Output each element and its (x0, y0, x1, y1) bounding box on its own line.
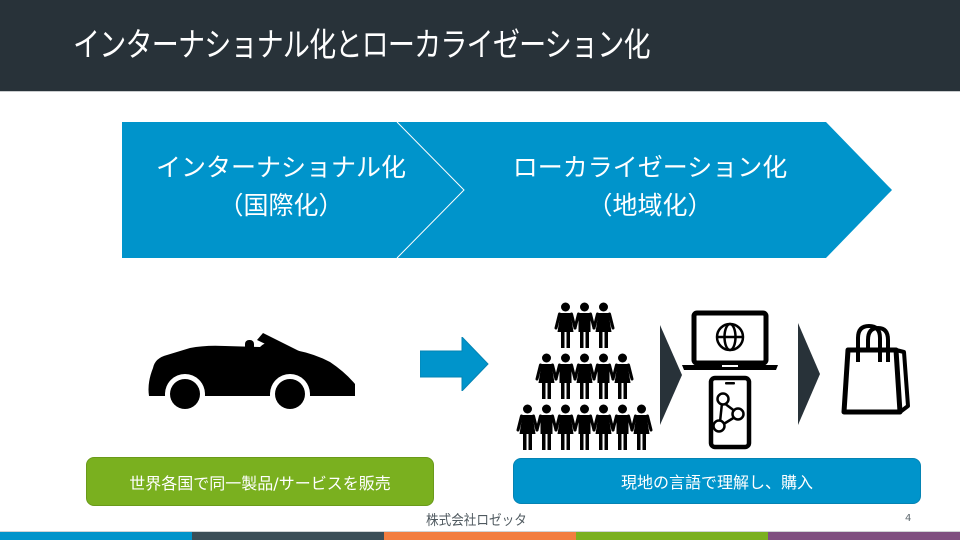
person-figure (573, 404, 596, 450)
slide-title: インターナショナル化とローカライゼーション化 (73, 25, 651, 64)
person-figure (592, 353, 615, 399)
color-bar-segment (576, 532, 768, 540)
smartphone-icon (708, 375, 752, 450)
local-purchase-text: 現地の言語で理解し、購入 (620, 473, 813, 492)
person-figure (535, 404, 558, 450)
person-figure (573, 302, 596, 348)
globe-icon (715, 322, 745, 352)
footer-color-bar (0, 532, 960, 540)
laptop-and-smartphone-icon (682, 310, 778, 450)
color-bar-segment (192, 532, 384, 540)
laptop-icon (682, 310, 778, 370)
local-purchase-caption: 現地の言語で理解し、購入 (513, 458, 921, 504)
network-users-icon (712, 392, 745, 433)
step2-sub: （地域化） (587, 191, 713, 220)
right-arrow-icon (420, 337, 489, 391)
person-figure (554, 302, 577, 348)
step-internationalization: インターナショナル化 （国際化） (122, 149, 440, 225)
person-figure (573, 353, 596, 399)
color-bar-segment (0, 532, 192, 540)
chevron-localization (397, 122, 892, 258)
person-figure (516, 404, 539, 450)
person-figure (554, 404, 577, 450)
page-number: 4 (905, 513, 912, 524)
footer-rule (0, 531, 960, 532)
color-bar-segment (384, 532, 576, 540)
person-figure (611, 404, 634, 450)
convertible-car-icon (148, 333, 355, 410)
global-sales-caption: 世界各国で同一製品/サービスを販売 (86, 457, 434, 506)
dark-arrow-icon-1 (660, 325, 682, 425)
footer-company: 株式会社ロゼッタ (426, 513, 527, 529)
step1-label: インターナショナル化 (155, 153, 406, 182)
step2-label: ローカライゼーション化 (512, 153, 788, 182)
shopping-bag-icon (841, 323, 910, 415)
title-bar: インターナショナル化とローカライゼーション化 (0, 0, 960, 92)
people-crowd-icon (516, 302, 653, 450)
person-figure (554, 353, 577, 399)
chevron-divider (396, 121, 465, 259)
dark-arrow-icon-2 (798, 323, 820, 425)
step1-sub: （国際化） (218, 191, 344, 220)
global-sales-text: 世界各国で同一製品/サービスを販売 (129, 473, 391, 493)
color-bar-segment (768, 532, 960, 540)
person-figure (630, 404, 653, 450)
person-figure (592, 302, 615, 348)
person-figure (611, 353, 634, 399)
person-figure (592, 404, 615, 450)
person-figure (535, 353, 558, 399)
step-localization: ローカライゼーション化 （地域化） (470, 149, 830, 225)
chevron-internationalization (122, 122, 464, 258)
